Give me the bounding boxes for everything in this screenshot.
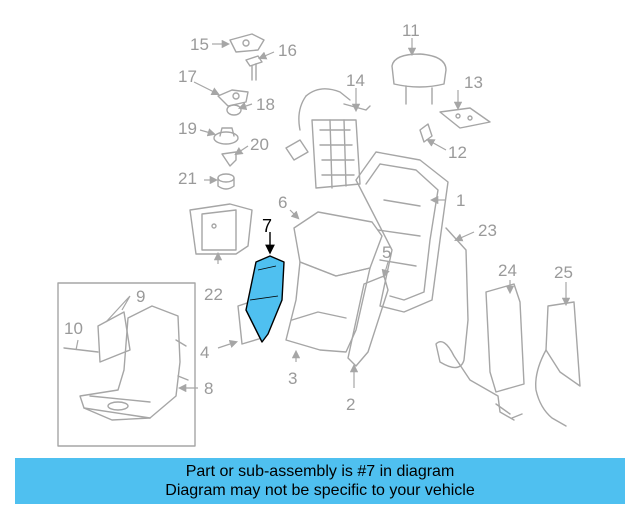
part-21-grommet <box>217 173 235 190</box>
part-19-cap <box>213 127 239 145</box>
part-24-pad-panel <box>485 283 525 393</box>
callout-2: 2 <box>346 395 355 414</box>
part-15-bracket <box>229 33 265 53</box>
callout-5: 5 <box>382 243 391 262</box>
part-1-backrest-frame <box>355 151 449 313</box>
part-17-clip <box>217 89 249 107</box>
callout-14: 14 <box>346 71 365 90</box>
callout-25: 25 <box>554 263 573 282</box>
callout-1: 1 <box>456 191 465 210</box>
callout-12: 12 <box>448 143 467 162</box>
callout-24: 24 <box>498 261 517 280</box>
info-banner: Part or sub-assembly is #7 in diagram Di… <box>15 458 625 504</box>
callout-7-highlighted: 7 <box>262 216 272 236</box>
part-18-ring <box>226 104 242 116</box>
callout-13: 13 <box>464 73 483 92</box>
callout-17: 17 <box>178 67 197 86</box>
banner-line-2: Diagram may not be specific to your vehi… <box>165 482 475 499</box>
callout-21: 21 <box>178 169 197 188</box>
callout-23: 23 <box>478 221 497 240</box>
part-6-backrest-pad <box>293 211 383 277</box>
callout-8: 8 <box>204 379 213 398</box>
callout-6: 6 <box>278 193 287 212</box>
callout-labels: 15 16 17 18 19 20 21 14 11 13 12 1 6 23 … <box>64 21 573 414</box>
callout-18: 18 <box>256 95 275 114</box>
leader-lines <box>75 38 571 393</box>
part-3-backrest-cover <box>285 261 371 353</box>
part-22-side-panel <box>189 203 253 255</box>
part-7-highlighted-pad <box>245 255 285 343</box>
part-25-strip <box>535 301 581 427</box>
callout-4: 4 <box>200 343 209 362</box>
callout-10: 10 <box>64 319 83 338</box>
callout-19: 19 <box>178 119 197 138</box>
part-16-bolt <box>245 55 263 81</box>
callout-16: 16 <box>278 41 297 60</box>
callout-9: 9 <box>136 287 145 306</box>
inset-box <box>57 282 196 447</box>
callout-3: 3 <box>288 369 297 388</box>
part-12-clip <box>419 123 433 143</box>
callout-11: 11 <box>402 21 420 40</box>
part-20-pin <box>221 151 237 167</box>
part-23-cable <box>435 227 523 421</box>
callout-20: 20 <box>250 135 269 154</box>
part-5-side-bolster <box>347 275 389 367</box>
callout-22: 22 <box>204 285 223 304</box>
banner-line-1: Part or sub-assembly is #7 in diagram <box>185 463 455 480</box>
part-13-guide <box>439 107 491 129</box>
part-11-headrest <box>391 53 447 105</box>
callout-15: 15 <box>190 35 209 54</box>
part-14-mechanism <box>285 88 371 189</box>
